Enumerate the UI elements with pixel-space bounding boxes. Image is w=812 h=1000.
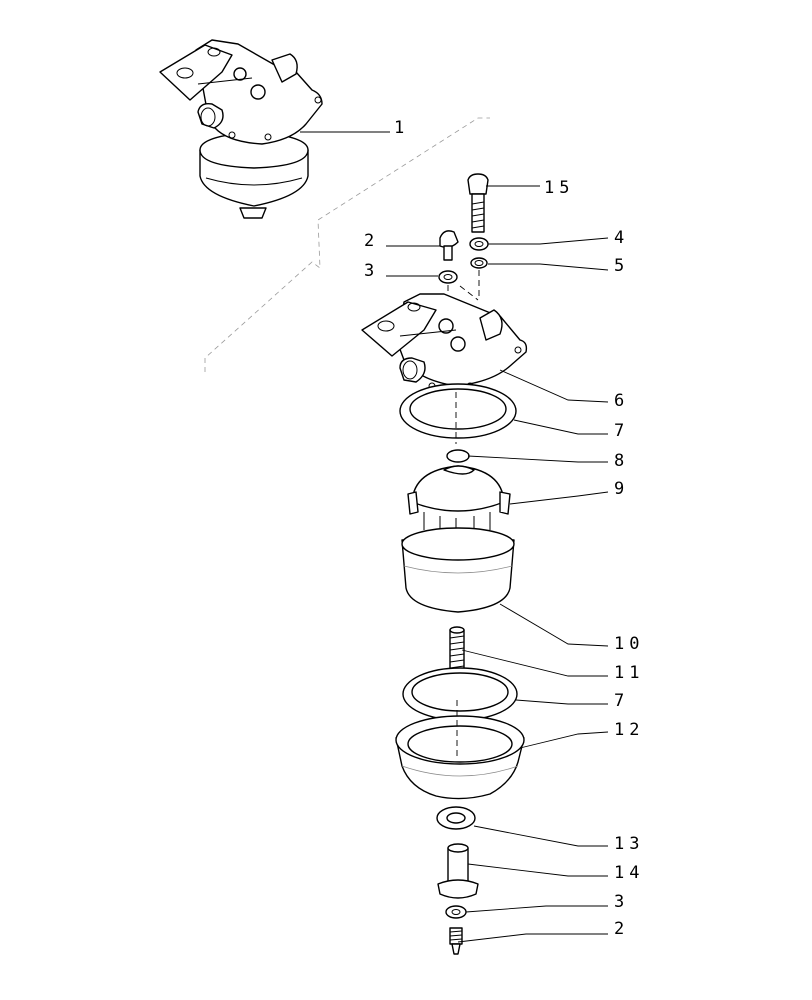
callout-8: 8	[614, 451, 629, 471]
callout-7-top: 7	[614, 421, 629, 441]
part-4-washer	[469, 237, 489, 251]
callout-13: 13	[614, 834, 644, 854]
callout-14: 14	[614, 863, 644, 883]
part-8-o-ring	[446, 449, 470, 463]
part-15-bolt	[467, 173, 489, 233]
part-10-filter-bowl	[401, 527, 515, 613]
leader-lines	[300, 131, 609, 943]
part-3-seal-washer-top	[438, 270, 458, 284]
callout-11: 11	[614, 663, 644, 683]
part-9-element-cover	[407, 465, 511, 538]
callout-2-top: 2	[364, 231, 379, 251]
callout-6: 6	[614, 391, 629, 411]
callout-4: 4	[614, 228, 629, 248]
callout-7-bottom: 7	[614, 691, 629, 711]
callout-3-top: 3	[364, 261, 379, 281]
callout-5: 5	[614, 256, 629, 276]
part-2-drain-screw-bottom	[449, 927, 463, 955]
part-14-spacer	[437, 843, 479, 899]
callout-3-bottom: 3	[614, 892, 629, 912]
part-3-seal-washer-bottom	[445, 905, 467, 919]
callout-1: 1	[394, 118, 409, 138]
callout-10: 10	[614, 634, 644, 654]
part-12-sediment-bowl	[395, 715, 525, 800]
part-5-lock-washer	[470, 257, 488, 269]
callout-9: 9	[614, 479, 629, 499]
callout-15: 15	[544, 178, 574, 198]
part-13-washer	[436, 806, 476, 830]
part-6-filter-head	[361, 293, 528, 390]
callout-12: 12	[614, 720, 644, 740]
part-7-sealing-ring-top	[399, 383, 517, 439]
callout-2-bottom: 2	[614, 919, 629, 939]
part-7-sealing-ring-bottom	[402, 667, 518, 721]
part-2-bleed-screw-top	[439, 230, 459, 261]
assembled-fuel-filter	[159, 39, 323, 219]
assembly-boundary-line	[204, 117, 490, 372]
